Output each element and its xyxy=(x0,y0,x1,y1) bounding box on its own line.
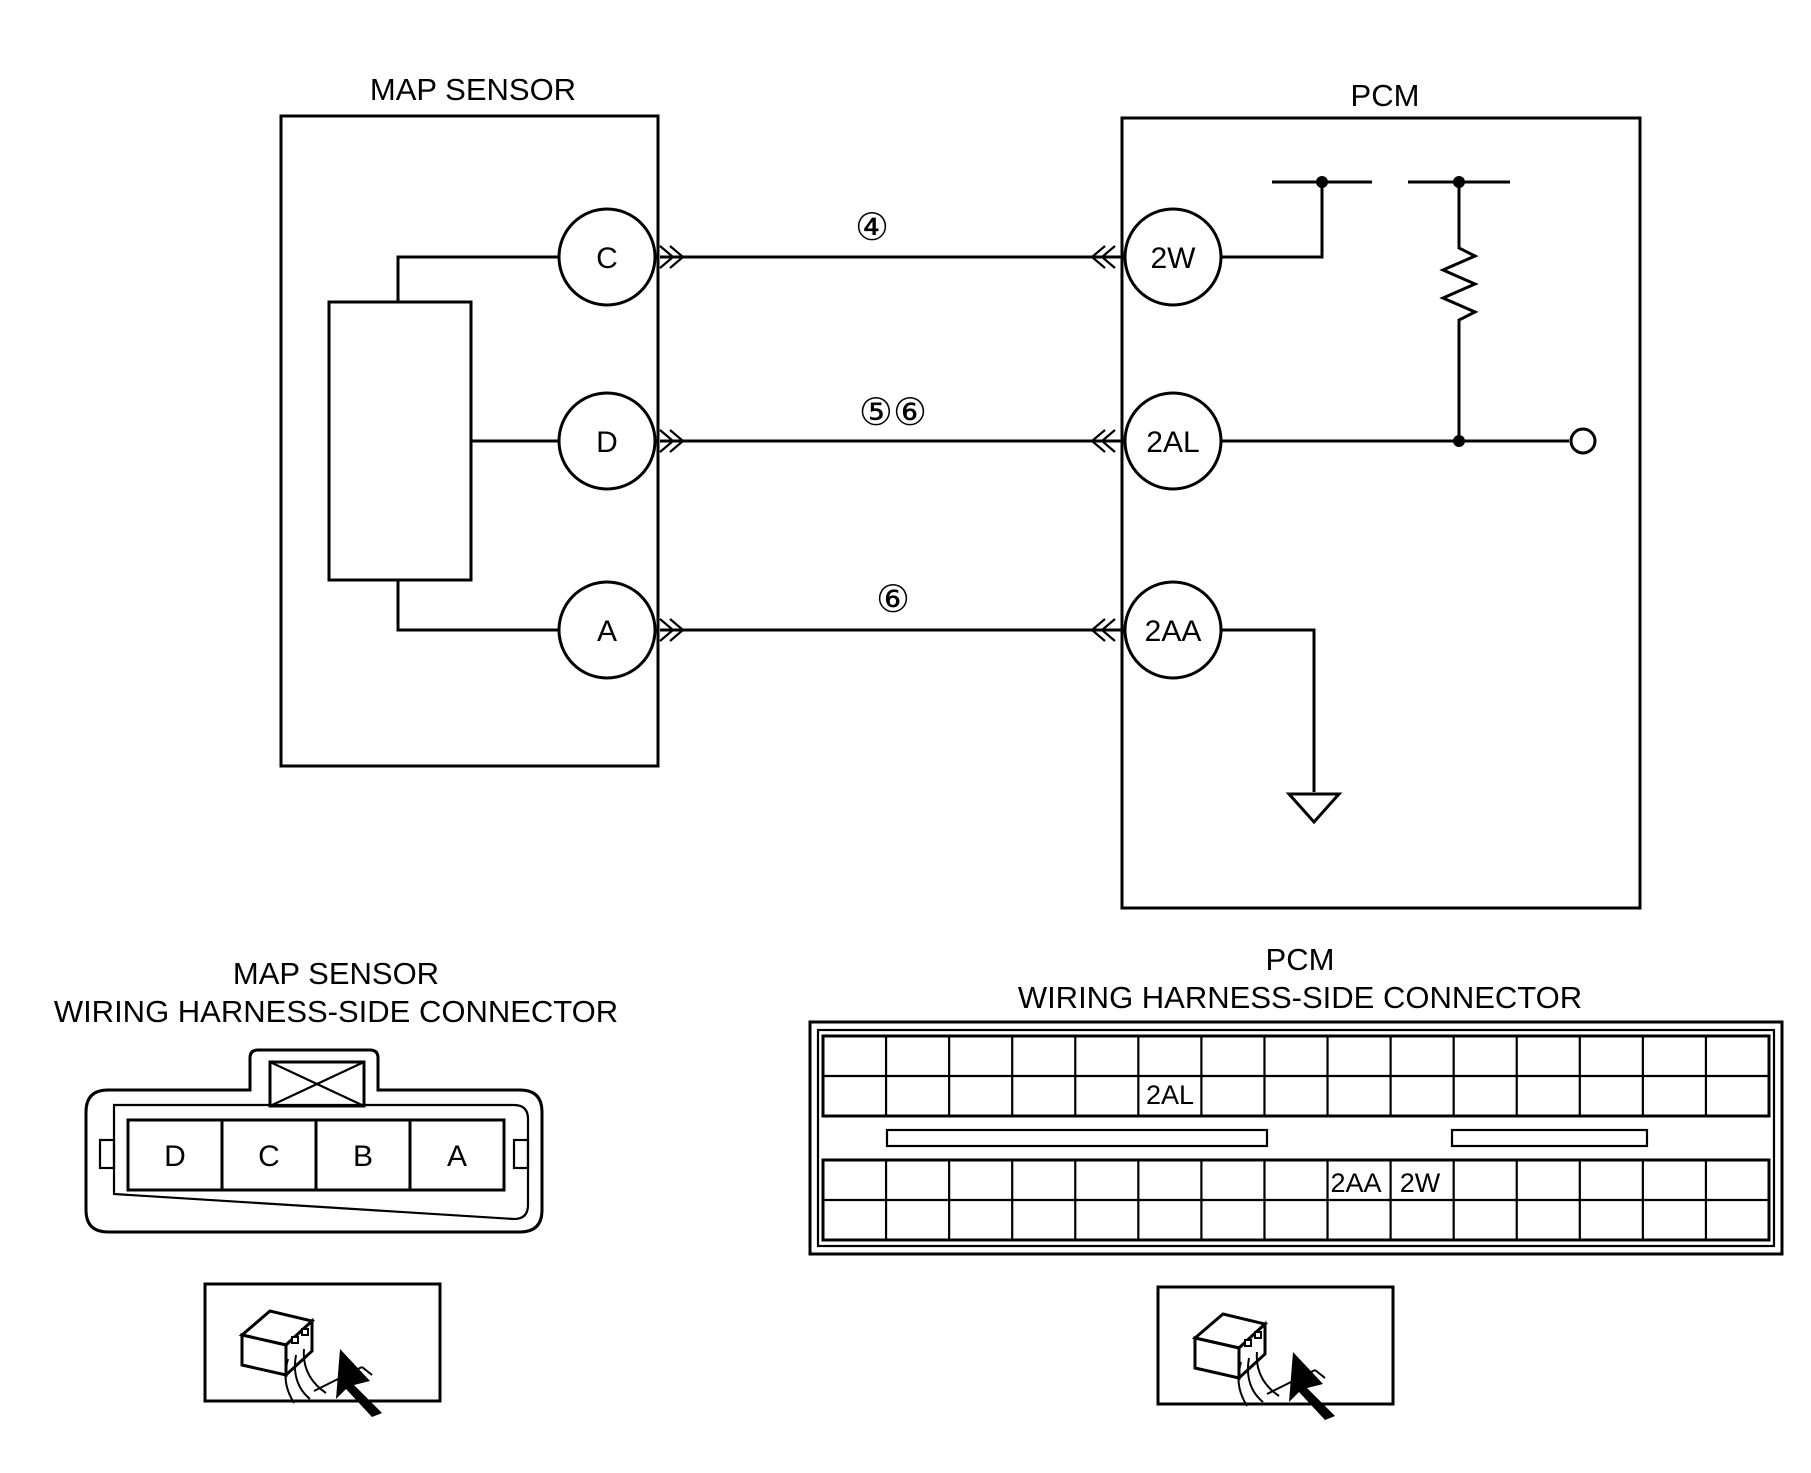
pin-2al xyxy=(1123,391,1223,491)
pin-2w-label: 2W xyxy=(1151,242,1197,275)
pull-up-resistor xyxy=(1439,182,1479,441)
map-cell-c: C xyxy=(258,1140,280,1173)
pin-a-label: A xyxy=(597,615,617,648)
map-cell-d: D xyxy=(164,1140,186,1173)
wire-mark-6: ⑥ xyxy=(876,579,910,621)
ground-symbol xyxy=(1285,792,1343,825)
key-slot-left xyxy=(885,1128,1269,1148)
connector-symbol-c xyxy=(659,245,685,269)
map-sensor-box xyxy=(279,114,660,768)
connector-symbol-2al xyxy=(1090,429,1116,453)
wire-internal-c xyxy=(396,255,560,302)
map-cell-b: B xyxy=(353,1140,373,1173)
harness-wires: ④ ⑤⑥ ⑥ xyxy=(659,207,1125,642)
pcm-box xyxy=(1120,116,1642,910)
map-sensor-title: MAP SENSOR xyxy=(370,72,576,107)
map-sensor-connector: MAP SENSOR WIRING HARNESS-SIDE CONNECTOR… xyxy=(54,956,618,1419)
connector-symbol-a xyxy=(659,618,685,642)
map-connector-title-2: WIRING HARNESS-SIDE CONNECTOR xyxy=(54,994,618,1029)
pin-d-label: D xyxy=(596,426,618,459)
pin-2al-label: 2AL xyxy=(1146,426,1199,459)
junction-dot xyxy=(1316,176,1328,188)
pin-d xyxy=(557,391,657,491)
pcm-cell-2al: 2AL xyxy=(1146,1080,1194,1110)
pcm-connector-title-1: PCM xyxy=(1266,942,1335,977)
map-view-direction-box xyxy=(203,1282,442,1403)
junction-dot xyxy=(1453,435,1465,447)
connector-symbol-d xyxy=(659,429,685,453)
wire-mark-5-6: ⑤⑥ xyxy=(859,392,927,434)
pcm-connector-housing xyxy=(808,1020,1784,1256)
connector-symbol-2w xyxy=(1090,245,1116,269)
wire-mark-4: ④ xyxy=(855,207,889,249)
pin-a xyxy=(557,580,657,680)
pcm-cell-2w: 2W xyxy=(1400,1168,1441,1198)
sensor-element xyxy=(327,300,473,582)
map-connector-housing xyxy=(84,1048,544,1234)
pcm-connector: PCM WIRING HARNESS-SIDE CONNECTOR 2AL 2A… xyxy=(808,942,1784,1422)
pin-2w xyxy=(1123,207,1223,307)
pin-c xyxy=(557,207,657,307)
pcm-view-direction-box xyxy=(1156,1285,1395,1406)
pcm-block: PCM 2W 2AL 2AA xyxy=(1120,78,1642,910)
latch xyxy=(268,1060,366,1108)
pcm-title: PCM xyxy=(1351,78,1420,113)
pcm-cell-2aa: 2AA xyxy=(1330,1168,1381,1198)
map-connector-title-1: MAP SENSOR xyxy=(233,956,439,991)
pcm-connector-title-2: WIRING HARNESS-SIDE CONNECTOR xyxy=(1018,980,1582,1015)
wire-2w-internal xyxy=(1220,182,1324,259)
pin-2aa xyxy=(1123,580,1223,680)
latch-cross xyxy=(269,1061,365,1107)
map-sensor-block: MAP SENSOR C D A xyxy=(279,72,660,768)
key-slot-right xyxy=(1450,1128,1649,1148)
connector-symbol-2aa xyxy=(1090,618,1116,642)
wire-internal-a xyxy=(396,580,560,632)
map-cell-a: A xyxy=(447,1140,467,1173)
pin-2aa-label: 2AA xyxy=(1145,615,1202,648)
pin-c-label: C xyxy=(596,242,618,275)
signal-terminal xyxy=(1569,427,1597,455)
wire-2aa-internal xyxy=(1220,628,1316,792)
map-connector-inner xyxy=(112,1103,530,1221)
